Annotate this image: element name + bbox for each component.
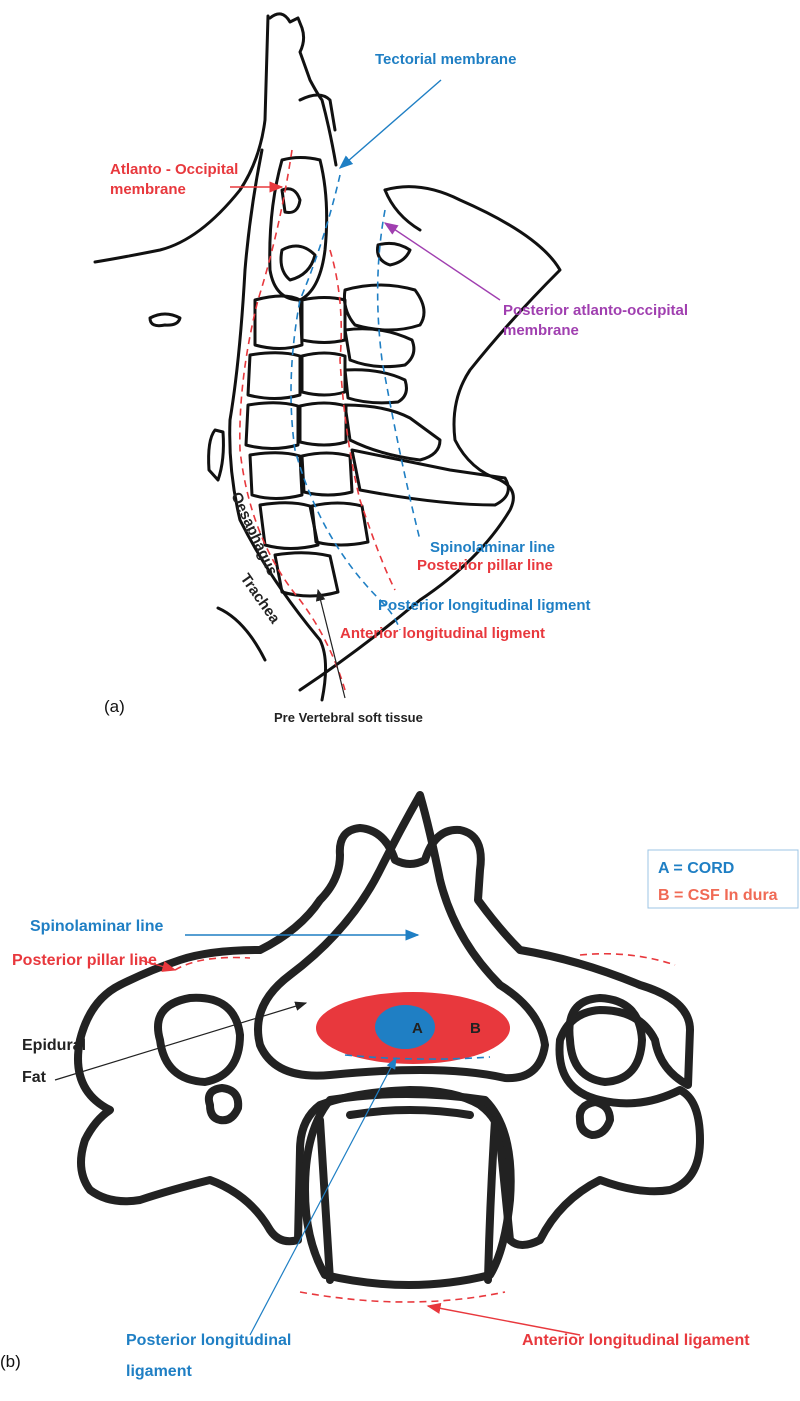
panel-b-axial-view: A B A = CORD B = CSF In dura Spinolamina… [0,795,798,1380]
label-atlanto-occipital-line2: membrane [110,181,186,198]
label-epidural-line2: Fat [22,1069,47,1086]
cord-region [375,1005,435,1049]
label-tectorial-membrane: Tectorial membrane [375,51,516,68]
label-posterior-pillar-line: Posterior pillar line [417,557,553,574]
label-prevertebral-soft-tissue: Pre Vertebral soft tissue [274,710,423,725]
label-posterior-pillar-line-b: Posterior pillar line [12,952,157,969]
label-anterior-longitudinal-ligment: Anterior longitudinal ligment [340,625,545,642]
label-atlanto-occipital-line1: Atlanto - Occipital [110,161,238,178]
label-trachea: Trachea [237,571,284,628]
label-spinolaminar-line-b: Spinolaminar line [30,918,163,935]
panel-a-tag: (a) [104,697,125,716]
legend-csf: B = CSF In dura [658,887,778,904]
cord-label: A [412,1020,423,1037]
label-posterior-longitudinal-line1: Posterior longitudinal [126,1332,291,1349]
label-posterior-longitudinal-line2: ligament [126,1363,192,1380]
panel-b-tag: (b) [0,1352,21,1371]
label-posterior-longitudinal-ligment: Posterior longitudinal ligment [378,597,591,614]
panel-a-lateral-view: Tectorial membrane Atlanto - Occipital m… [95,14,688,725]
label-posterior-atlanto-occipital-line1: Posterior atlanto-occipital [503,302,688,319]
label-anterior-longitudinal-ligament-b: Anterior longitudinal ligament [522,1332,750,1349]
legend-cord: A = CORD [658,860,734,877]
label-posterior-atlanto-occipital-line2: membrane [503,322,579,339]
label-epidural-line1: Epidural [22,1037,86,1054]
csf-label: B [470,1020,481,1037]
label-spinolaminar-line: Spinolaminar line [430,539,555,556]
